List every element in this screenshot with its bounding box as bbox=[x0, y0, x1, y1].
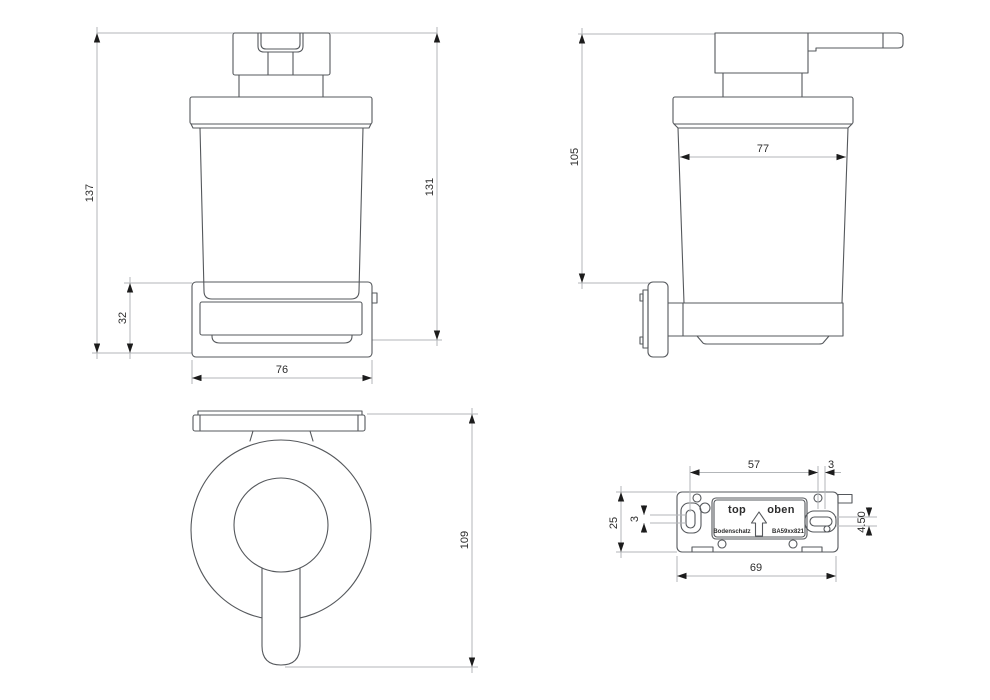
wall-plate-back bbox=[642, 289, 649, 349]
dim-25-ext bbox=[616, 491, 677, 553]
mounting-plate bbox=[676, 491, 839, 553]
mounting-plate-view: top oben Bodenschatz BA59xx821 57 3 25 3… bbox=[608, 459, 877, 582]
glass-bottom bbox=[211, 334, 353, 344]
keyhole-left-outer bbox=[680, 502, 702, 534]
dim-131-label: 131 bbox=[424, 178, 436, 196]
wall-holder bbox=[191, 281, 373, 358]
plate-side-tab bbox=[837, 493, 853, 504]
keyhole-left-slot bbox=[685, 509, 696, 529]
pump-neck bbox=[722, 72, 803, 98]
dim-3-left-label: 3 bbox=[629, 516, 641, 522]
dim-3-left-ext bbox=[650, 514, 686, 524]
collar bbox=[672, 96, 854, 125]
collar-lip bbox=[673, 123, 853, 129]
wall-bar-endcaps bbox=[199, 414, 359, 432]
dim-69-label: 69 bbox=[750, 562, 762, 574]
plate-foot-right bbox=[801, 546, 823, 553]
screw-hole bbox=[692, 493, 702, 503]
label-brand-text: Bodenschatz bbox=[713, 529, 750, 535]
wall-plate-cover bbox=[647, 281, 669, 358]
label-top-text: top bbox=[728, 504, 746, 516]
label-plate-outer bbox=[711, 497, 808, 540]
label-oben-text: oben bbox=[767, 504, 794, 516]
pump-stem bbox=[267, 51, 294, 76]
dim-57-label: 57 bbox=[748, 459, 760, 471]
dim-105-label: 105 bbox=[569, 148, 581, 166]
pump-neck bbox=[238, 74, 324, 98]
screw-hole bbox=[788, 539, 798, 549]
pump-lever bbox=[261, 547, 301, 666]
wall-plate-edge bbox=[197, 410, 363, 416]
dim-450-label: 4.50 bbox=[856, 511, 868, 532]
holder-arm-band bbox=[667, 302, 844, 337]
pump-cap-notch-inner bbox=[260, 32, 301, 50]
top-view: 109 bbox=[190, 408, 478, 673]
dim-137-label: 137 bbox=[84, 184, 96, 202]
dim-32-label: 32 bbox=[117, 312, 129, 324]
holder-arm bbox=[249, 430, 314, 442]
holder-side-tab bbox=[371, 292, 378, 304]
wall-bar bbox=[192, 414, 366, 432]
wall-plate-tab-bottom bbox=[639, 336, 644, 345]
collar-lip bbox=[190, 123, 372, 129]
label-plate-inner bbox=[713, 499, 806, 538]
glass-cup bbox=[677, 127, 849, 304]
glass-bottom bbox=[696, 335, 830, 345]
dim-25-label: 25 bbox=[608, 517, 620, 529]
side-view: 105 77 bbox=[569, 28, 904, 358]
holder-ring-band bbox=[199, 301, 363, 336]
dim-109-label: 109 bbox=[459, 531, 471, 549]
pump-lever bbox=[807, 32, 904, 52]
pump-cap bbox=[232, 32, 331, 76]
screw-hole bbox=[717, 539, 727, 549]
pump-cap bbox=[714, 32, 809, 74]
keyhole-right-slot bbox=[809, 516, 833, 527]
front-view: 137 32 131 76 bbox=[84, 27, 442, 384]
dim-76-label: 76 bbox=[276, 364, 288, 376]
up-arrow-icon bbox=[750, 511, 768, 537]
screw-hole bbox=[823, 525, 831, 533]
collar bbox=[189, 96, 373, 125]
wall-plate-tab-top bbox=[639, 293, 644, 302]
pump-head-circle bbox=[233, 477, 329, 573]
dim-3-top-label: 3 bbox=[828, 459, 834, 471]
plate-foot-left bbox=[691, 546, 714, 553]
glass-cup bbox=[199, 127, 364, 300]
dim-77-label: 77 bbox=[757, 143, 769, 155]
label-model-text: BA59xx821 bbox=[772, 529, 805, 535]
pump-cap-notch bbox=[257, 32, 304, 53]
